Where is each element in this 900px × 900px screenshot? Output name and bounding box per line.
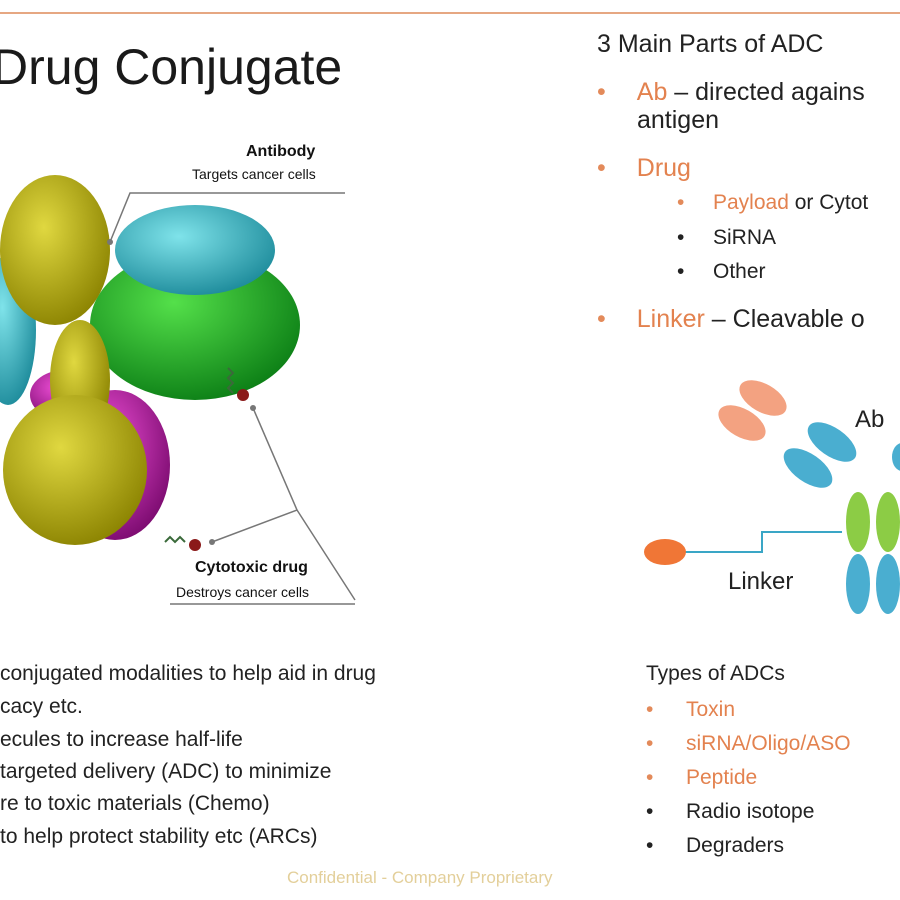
linker-text: – Cleavable o <box>704 305 865 333</box>
bullet-dot: • <box>597 305 606 333</box>
drug-subitem-sirna: • SiRNA <box>677 226 776 250</box>
drug-subitem-other: • Other <box>677 260 766 284</box>
top-rule <box>0 12 900 14</box>
bullet-dot: • <box>646 766 654 789</box>
blue-domain-upper <box>807 422 857 462</box>
blue-domain-lower <box>783 448 833 488</box>
linker-bullet: • Linker – Cleavable o <box>597 305 865 334</box>
type-label: Radio isotope <box>686 800 815 823</box>
green-domain-right <box>876 492 900 552</box>
bullet-dot: • <box>597 154 606 182</box>
olive-chain-lower <box>3 395 147 545</box>
antibody-callout-subtitle: Targets cancer cells <box>192 166 316 182</box>
diagram-ab-label: Ab <box>855 406 885 433</box>
bullet-dot: • <box>677 260 685 283</box>
adc-schematic-diagram <box>644 380 900 614</box>
linker-line <box>682 531 842 553</box>
cyan-chain-top <box>115 205 275 295</box>
drug-subitem-payload: • Payload or Cytot <box>677 191 868 215</box>
ab-keyword: Ab <box>636 78 668 106</box>
body-text-line: targeted delivery (ADC) to minimize <box>0 760 332 783</box>
blue-fc-right <box>876 554 900 614</box>
payload-keyword: Payload <box>713 191 789 214</box>
slide-title: Drug Conjugate <box>0 39 343 95</box>
bullet-dot: • <box>677 226 685 249</box>
body-text-line: conjugated modalities to help aid in dru… <box>0 662 376 685</box>
ab-bullet: • Ab – directed agains <box>597 78 865 107</box>
drug-callout-line-upper <box>252 407 298 511</box>
type-item-radio: • Radio isotope <box>646 800 814 824</box>
adc-molecule-illustration <box>0 175 356 605</box>
drug-keyword: Drug <box>636 154 691 182</box>
type-item-sirna: • siRNA/Oligo/ASO <box>646 732 851 756</box>
olive-chain-upper <box>0 175 110 325</box>
types-title: Types of ADCs <box>646 662 785 685</box>
antibody-callout-line <box>109 192 345 243</box>
ab-text-line2: antigen <box>637 106 720 134</box>
linker-squiggle-upper <box>226 367 235 394</box>
payload-text: or Cytot <box>788 191 869 214</box>
parts-title: 3 Main Parts of ADC <box>597 30 824 58</box>
type-label: siRNA/Oligo/ASO <box>686 732 851 755</box>
body-text-line: ecules to increase half-life <box>0 728 243 751</box>
salmon-domain-upper <box>739 380 787 416</box>
green-chain <box>90 250 300 400</box>
diagram-linker-label: Linker <box>728 568 794 595</box>
type-label: Degraders <box>686 834 785 857</box>
bullet-dot: • <box>646 834 654 857</box>
type-label: Toxin <box>686 698 736 721</box>
antibody-callout-title: Antibody <box>246 143 316 160</box>
body-text-line: re to toxic materials (Chemo) <box>0 792 270 815</box>
drug-payload-shape <box>644 539 686 565</box>
other-text: Other <box>713 260 766 283</box>
blue-fc-left <box>846 554 870 614</box>
linker-squiggle-lower <box>164 535 186 544</box>
bullet-dot: • <box>646 732 654 755</box>
body-text-line: to help protect stability etc (ARCs) <box>0 825 318 848</box>
bullet-dot: • <box>646 800 654 823</box>
drug-callout-line-lower <box>211 509 356 601</box>
ab-text: – directed agains <box>667 78 865 106</box>
drug-callout-subtitle: Destroys cancer cells <box>176 584 310 600</box>
type-item-peptide: • Peptide <box>646 766 757 790</box>
drug-callout-title: Cytotoxic drug <box>195 559 308 576</box>
sirna-text: SiRNA <box>713 226 777 249</box>
drug-bullet: • Drug <box>597 154 691 183</box>
drug-bead-lower <box>189 539 201 551</box>
bullet-dot: • <box>646 698 654 721</box>
bullet-dot: • <box>597 78 606 106</box>
blue-domain-right <box>892 443 900 471</box>
salmon-domain-lower <box>718 405 766 441</box>
type-label: Peptide <box>686 766 758 789</box>
confidential-footer: Confidential - Company Proprietary <box>287 868 553 887</box>
linker-keyword: Linker <box>636 305 705 333</box>
bullet-dot: • <box>677 191 685 214</box>
type-item-toxin: • Toxin <box>646 698 735 722</box>
type-item-degraders: • Degraders <box>646 834 784 858</box>
green-domain-left <box>846 492 870 552</box>
body-text-line: cacy etc. <box>0 695 83 718</box>
drug-bead-upper <box>237 389 249 401</box>
